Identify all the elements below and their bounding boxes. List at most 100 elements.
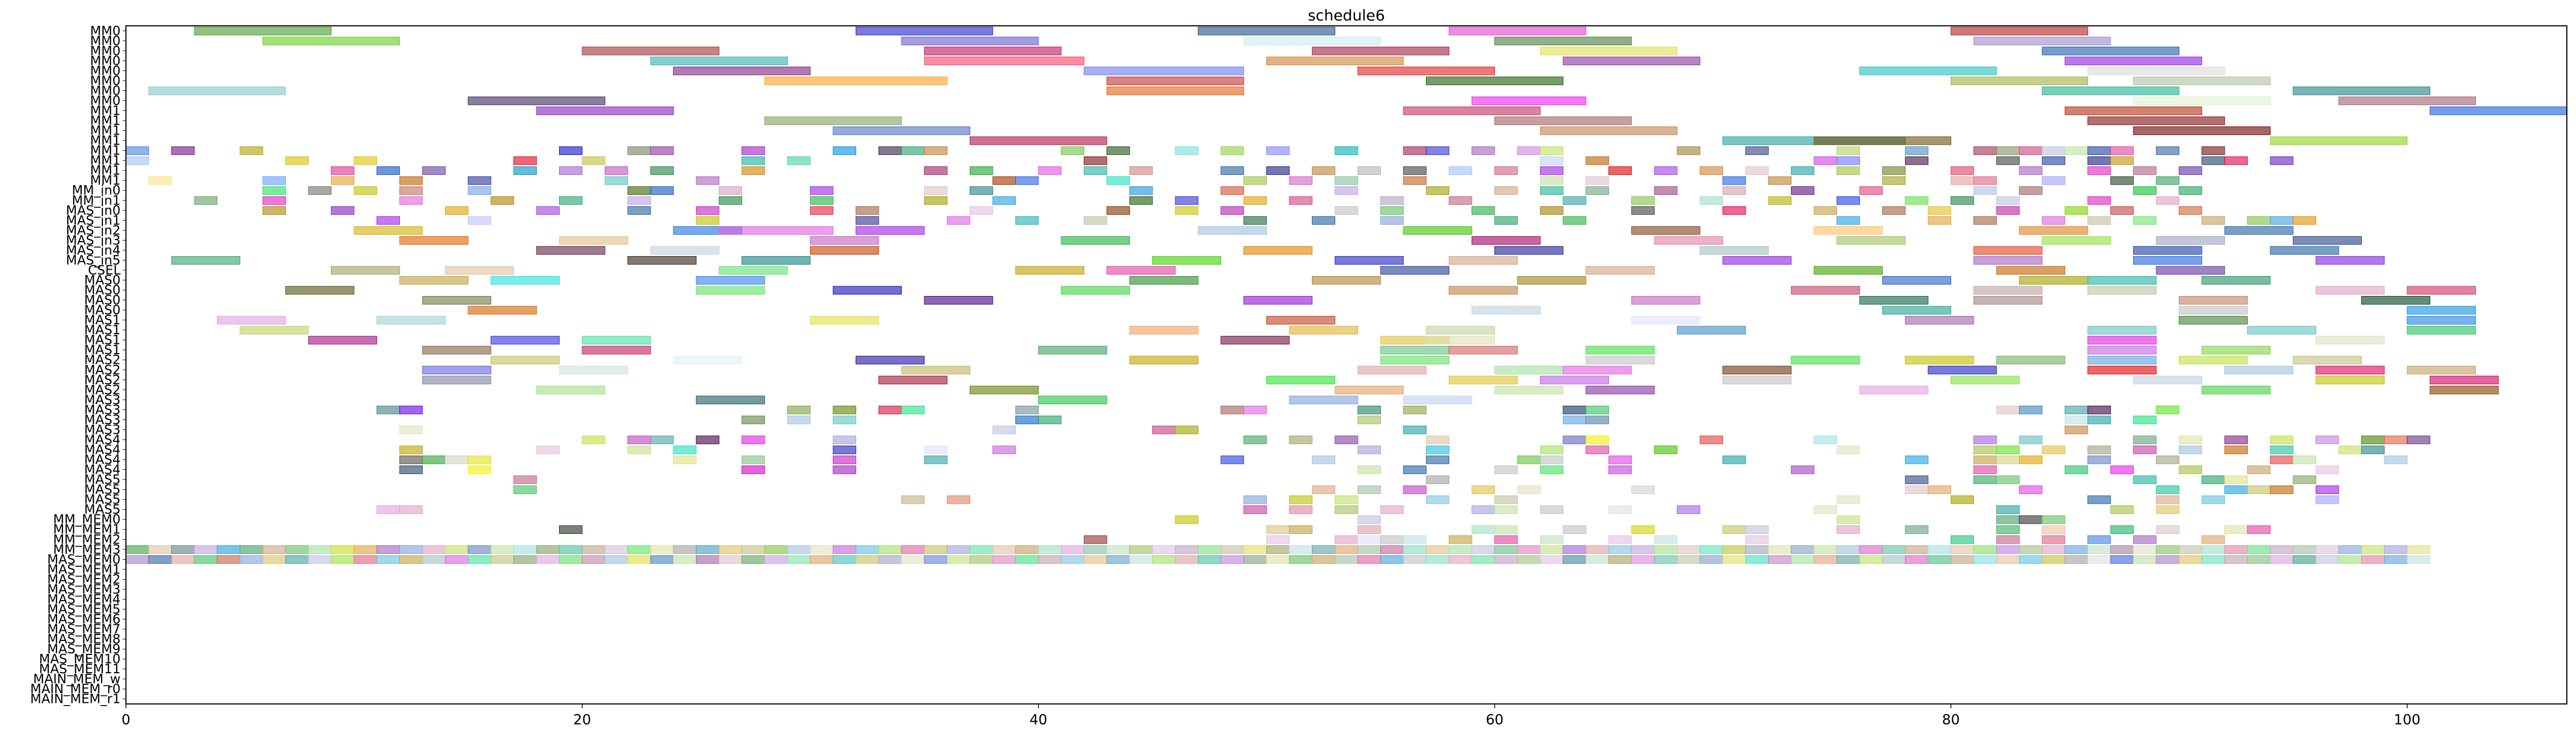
task-bar	[468, 455, 491, 464]
task-bar	[1631, 196, 1655, 205]
task-bar	[1494, 365, 1564, 375]
task-bar	[1836, 166, 1860, 175]
y-tick-label: MAS3	[84, 412, 121, 427]
task-bar	[878, 405, 902, 414]
task-bar	[1608, 555, 1632, 564]
task-bar	[742, 256, 811, 265]
task-bar	[2292, 545, 2317, 554]
task-bar	[1175, 555, 1198, 564]
task-bar	[1471, 306, 1541, 315]
task-bar	[1654, 445, 1678, 454]
task-bar	[1311, 485, 1336, 494]
task-bar	[1357, 485, 1381, 494]
task-bar	[1996, 535, 2020, 544]
task-bar	[2361, 545, 2385, 554]
task-bar	[2087, 116, 2225, 125]
task-bar	[1357, 365, 1427, 375]
task-bar	[422, 365, 491, 375]
task-bar	[1813, 545, 1837, 554]
task-bar	[582, 156, 605, 165]
task-bar	[513, 545, 537, 554]
task-bar	[1722, 545, 1746, 554]
task-bar	[2292, 216, 2317, 225]
task-bar	[1540, 445, 1564, 454]
task-bar	[422, 346, 491, 355]
task-bar	[125, 146, 149, 155]
task-bar	[582, 46, 719, 55]
task-bar	[742, 455, 765, 464]
task-bar	[856, 545, 879, 554]
task-bar	[878, 146, 902, 155]
task-bar	[1357, 535, 1381, 544]
task-bar	[1106, 86, 1244, 95]
task-bar	[2247, 466, 2271, 474]
task-bar	[1677, 555, 1700, 564]
task-bar	[1996, 515, 2020, 524]
task-bar	[947, 216, 971, 225]
y-tick-label: MM1	[90, 123, 121, 138]
task-bar	[1699, 555, 1723, 564]
task-bar	[1357, 466, 1381, 474]
task-bar	[1540, 166, 1564, 175]
task-bar	[856, 26, 993, 36]
task-bar	[1699, 545, 1723, 554]
task-bar	[878, 376, 948, 385]
task-bar	[1425, 455, 1450, 464]
y-tick-label: MAS4	[84, 462, 121, 477]
task-bar	[468, 176, 491, 185]
task-bar	[1106, 146, 1130, 155]
task-bar	[1494, 545, 1518, 554]
task-bar	[970, 555, 993, 564]
task-bar	[1403, 106, 1541, 115]
task-bar	[1038, 346, 1107, 355]
task-bar	[1449, 545, 1472, 554]
task-bar	[2406, 555, 2431, 564]
task-bar	[468, 186, 491, 195]
y-tick-label: MM0	[90, 83, 121, 98]
task-bar	[262, 37, 400, 46]
task-bar	[376, 545, 400, 554]
task-bar	[513, 156, 537, 165]
y-tick-label: MM_in1	[72, 193, 121, 208]
task-bar	[2430, 376, 2499, 385]
task-bar	[2316, 466, 2339, 474]
task-bar	[947, 495, 971, 504]
y-tick-label: MM1	[90, 173, 121, 188]
task-bar	[1585, 186, 1610, 195]
task-bar	[536, 445, 560, 454]
task-bar	[1654, 555, 1678, 564]
task-bar	[2384, 435, 2408, 445]
task-bar	[1220, 405, 1244, 414]
task-bar	[832, 545, 857, 554]
task-bar	[1540, 545, 1564, 554]
task-bar	[673, 356, 743, 365]
y-tick-label: MAIN_MEM_w	[33, 672, 121, 687]
task-bar	[901, 495, 925, 504]
task-bar	[2270, 545, 2293, 554]
task-bar	[1494, 37, 1632, 46]
y-tick-label: MAS_MEM1	[47, 562, 121, 577]
task-bar	[1950, 495, 1974, 504]
task-bar	[1471, 236, 1541, 245]
task-bar	[1950, 376, 2020, 385]
task-bar	[1859, 385, 1929, 394]
task-bar	[399, 555, 423, 564]
task-bar	[742, 146, 765, 155]
task-bar	[1471, 206, 1495, 215]
task-bar	[1540, 535, 1564, 544]
task-bar	[1425, 146, 1450, 155]
task-bar	[673, 66, 811, 75]
task-bar	[1403, 166, 1427, 175]
task-bar	[285, 286, 355, 295]
task-bar	[1083, 216, 1107, 225]
task-bar	[924, 46, 1062, 55]
task-bar	[1266, 525, 1290, 534]
task-bar	[1722, 376, 1792, 385]
task-bar	[1015, 415, 1039, 425]
task-bar	[2178, 555, 2203, 564]
task-bar	[239, 555, 263, 564]
task-bar	[308, 186, 332, 195]
task-bar	[1585, 555, 1610, 564]
task-bar	[2384, 455, 2408, 464]
task-bar	[2292, 86, 2431, 95]
